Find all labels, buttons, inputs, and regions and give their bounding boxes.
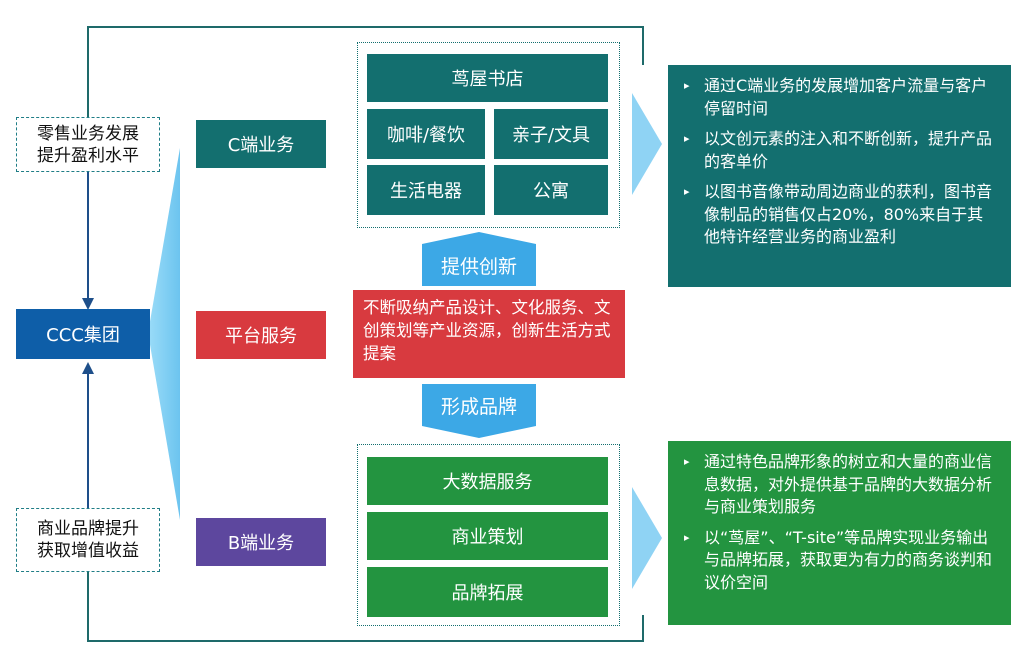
retail-growth-label: 零售业务发展 提升盈利水平 bbox=[16, 117, 160, 172]
platform-description-box: 不断吸纳产品设计、文化服务、文创策划等产业资源，创新生活方式提案 bbox=[353, 290, 625, 378]
triangle-bullet-icon: ▸ bbox=[684, 79, 690, 92]
c-benefit-item: ▸通过C端业务的发展增加客户流量与客户停留时间 bbox=[684, 76, 988, 118]
kids-stationery-box: 亲子/文具 bbox=[494, 109, 608, 159]
platform-service-box: 平台服务 bbox=[196, 311, 326, 359]
up-arrow-shape bbox=[422, 232, 536, 286]
triangle-bullet-icon: ▸ bbox=[684, 132, 690, 145]
apartment-box: 公寓 bbox=[494, 165, 608, 215]
chevron-b bbox=[632, 487, 662, 589]
triangle-bullet-icon: ▸ bbox=[684, 185, 690, 198]
cafe-dining-box: 咖啡/餐饮 bbox=[367, 109, 485, 159]
top-loop-line bbox=[87, 26, 644, 117]
c-benefit-item: ▸以图书音像带动周边商业的获利，图书音像制品的销售仅占20%，80%来自于其他特… bbox=[684, 182, 993, 246]
business-planning-box: 商业策划 bbox=[367, 512, 608, 560]
brand-expansion-box: 品牌拓展 bbox=[367, 567, 608, 617]
chevron-c bbox=[632, 93, 662, 195]
b-end-business-box: B端业务 bbox=[196, 518, 326, 566]
ccc-group-box: CCC集团 bbox=[16, 309, 150, 359]
bottom-loop-line bbox=[87, 508, 644, 642]
provide-innovation-label: 提供创新 bbox=[440, 255, 517, 278]
b-benefit-item: ▸通过特色品牌形象的树立和大量的商业信息数据，对外提供基于品牌的大数据分析与商业… bbox=[684, 452, 993, 516]
tsutaya-bookstore-box: 茑屋书店 bbox=[367, 54, 608, 102]
down-arrow-shape bbox=[422, 384, 536, 438]
form-brand-label: 形成品牌 bbox=[440, 395, 517, 418]
arrow-down-to-group bbox=[82, 298, 94, 310]
triangle-bullet-icon: ▸ bbox=[684, 455, 690, 468]
arrow-up-to-group bbox=[82, 362, 94, 374]
big-data-service-box: 大数据服务 bbox=[367, 457, 608, 505]
b-benefit-item: ▸以“茑屋”、“T-site”等品牌实现业务输出与品牌拓展，获取更为有力的商务谈… bbox=[684, 527, 993, 592]
triangle-bullet-icon: ▸ bbox=[684, 530, 690, 544]
c-benefits-panel: ▸通过C端业务的发展增加客户流量与客户停留时间 ▸以文创元素的注入和不断创新，提… bbox=[668, 65, 1011, 287]
c-benefit-item: ▸以文创元素的注入和不断创新，提升产品的客单价 bbox=[684, 129, 993, 171]
b-benefits-panel: ▸通过特色品牌形象的树立和大量的商业信息数据，对外提供基于品牌的大数据分析与商业… bbox=[668, 441, 1011, 625]
c-end-business-box: C端业务 bbox=[196, 120, 326, 168]
home-appliances-box: 生活电器 bbox=[367, 165, 485, 215]
brand-value-label: 商业品牌提升 获取增值收益 bbox=[16, 508, 160, 572]
fan-shape bbox=[148, 148, 180, 520]
